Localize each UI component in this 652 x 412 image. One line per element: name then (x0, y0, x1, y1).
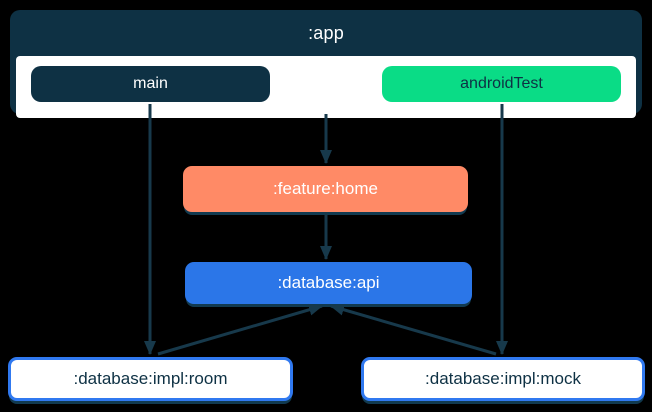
node-database-impl-mock-label: :database:impl:mock (425, 369, 581, 388)
node-main-sourceset: main (31, 66, 270, 102)
node-database-impl-mock: :database:impl:mock (361, 357, 645, 401)
node-androidtest-sourceset: androidTest (382, 66, 621, 102)
node-main-label: main (133, 75, 168, 92)
node-database-api: :database:api (185, 262, 472, 304)
edge-database-impl-room-to-database-api (157, 303, 323, 356)
node-app: :app main androidTest (10, 10, 642, 118)
node-database-api-label: :database:api (277, 273, 380, 292)
node-database-impl-room: :database:impl:room (8, 357, 293, 401)
node-database-impl-room-label: :database:impl:room (73, 369, 228, 388)
node-feature-home: :feature:home (183, 166, 468, 212)
node-androidtest-label: androidTest (460, 75, 543, 92)
node-app-sourcesets: main androidTest (16, 56, 636, 118)
node-app-label: :app (308, 22, 344, 43)
edge-database-impl-mock-to-database-api (330, 303, 497, 356)
node-feature-home-label: :feature:home (273, 179, 378, 198)
